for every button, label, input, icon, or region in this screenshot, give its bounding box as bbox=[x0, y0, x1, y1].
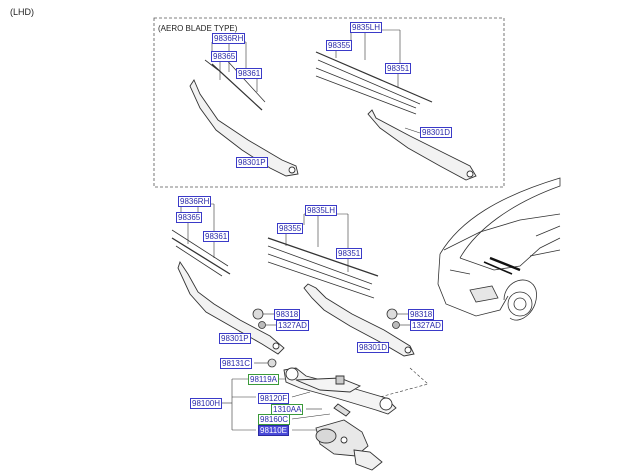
part-label-98110e-selected[interactable]: 98110E bbox=[258, 425, 289, 436]
part-label-98160c[interactable]: 98160C bbox=[258, 414, 291, 425]
part-label-9835lh-aero[interactable]: 9835LH bbox=[350, 22, 383, 33]
lh-cap bbox=[386, 308, 400, 329]
part-label-98365[interactable]: 98365 bbox=[176, 212, 203, 223]
part-label-98355-aero[interactable]: 98355 bbox=[326, 40, 353, 51]
lh-blade bbox=[267, 237, 379, 299]
part-label-98119a[interactable]: 98119A bbox=[248, 374, 279, 385]
part-label-1327ad-right[interactable]: 1327AD bbox=[410, 320, 443, 331]
part-label-98100h[interactable]: 98100H bbox=[190, 398, 223, 409]
aero-lh-arm bbox=[367, 109, 477, 181]
part-label-98301p[interactable]: 98301P bbox=[219, 333, 251, 344]
part-label-98301d-aero[interactable]: 98301D bbox=[420, 127, 453, 138]
part-label-98361[interactable]: 98361 bbox=[203, 231, 230, 242]
pivot-cap bbox=[267, 358, 277, 368]
rh-arm bbox=[177, 260, 285, 355]
lhd-heading: (LHD) bbox=[10, 7, 34, 17]
part-label-1327ad-left[interactable]: 1327AD bbox=[276, 320, 309, 331]
aero-rh-arm bbox=[189, 79, 299, 177]
rh-cap bbox=[252, 308, 266, 329]
part-label-98131c[interactable]: 98131C bbox=[220, 358, 253, 369]
part-label-9836rh[interactable]: 9836RH bbox=[178, 196, 212, 207]
part-label-98120f[interactable]: 98120F bbox=[258, 393, 290, 404]
wiper-motor bbox=[315, 419, 383, 471]
rh-blade bbox=[171, 229, 231, 277]
part-label-98351[interactable]: 98351 bbox=[336, 248, 363, 259]
part-label-9836rh-aero[interactable]: 9836RH bbox=[212, 33, 246, 44]
car-illustration bbox=[437, 177, 561, 321]
part-label-98355[interactable]: 98355 bbox=[277, 223, 304, 234]
part-label-98318-right[interactable]: 98318 bbox=[408, 309, 435, 320]
part-label-98301p-aero[interactable]: 98301P bbox=[236, 157, 268, 168]
aero-lh-blade bbox=[315, 51, 433, 115]
aero-rh-blade bbox=[204, 55, 266, 111]
lh-arm bbox=[303, 283, 415, 357]
part-label-98301d[interactable]: 98301D bbox=[357, 342, 390, 353]
aero-blade-box bbox=[153, 17, 505, 188]
part-label-98361-aero[interactable]: 98361 bbox=[236, 68, 263, 79]
part-label-98365-aero[interactable]: 98365 bbox=[211, 51, 238, 62]
part-label-98318-left[interactable]: 98318 bbox=[274, 309, 301, 320]
aero-blade-title: (AERO BLADE TYPE) bbox=[158, 24, 238, 33]
part-label-98351-aero[interactable]: 98351 bbox=[385, 63, 412, 74]
wiper-linkage bbox=[283, 367, 397, 417]
part-label-9835lh[interactable]: 9835LH bbox=[305, 205, 338, 216]
leader-lines bbox=[180, 29, 429, 431]
